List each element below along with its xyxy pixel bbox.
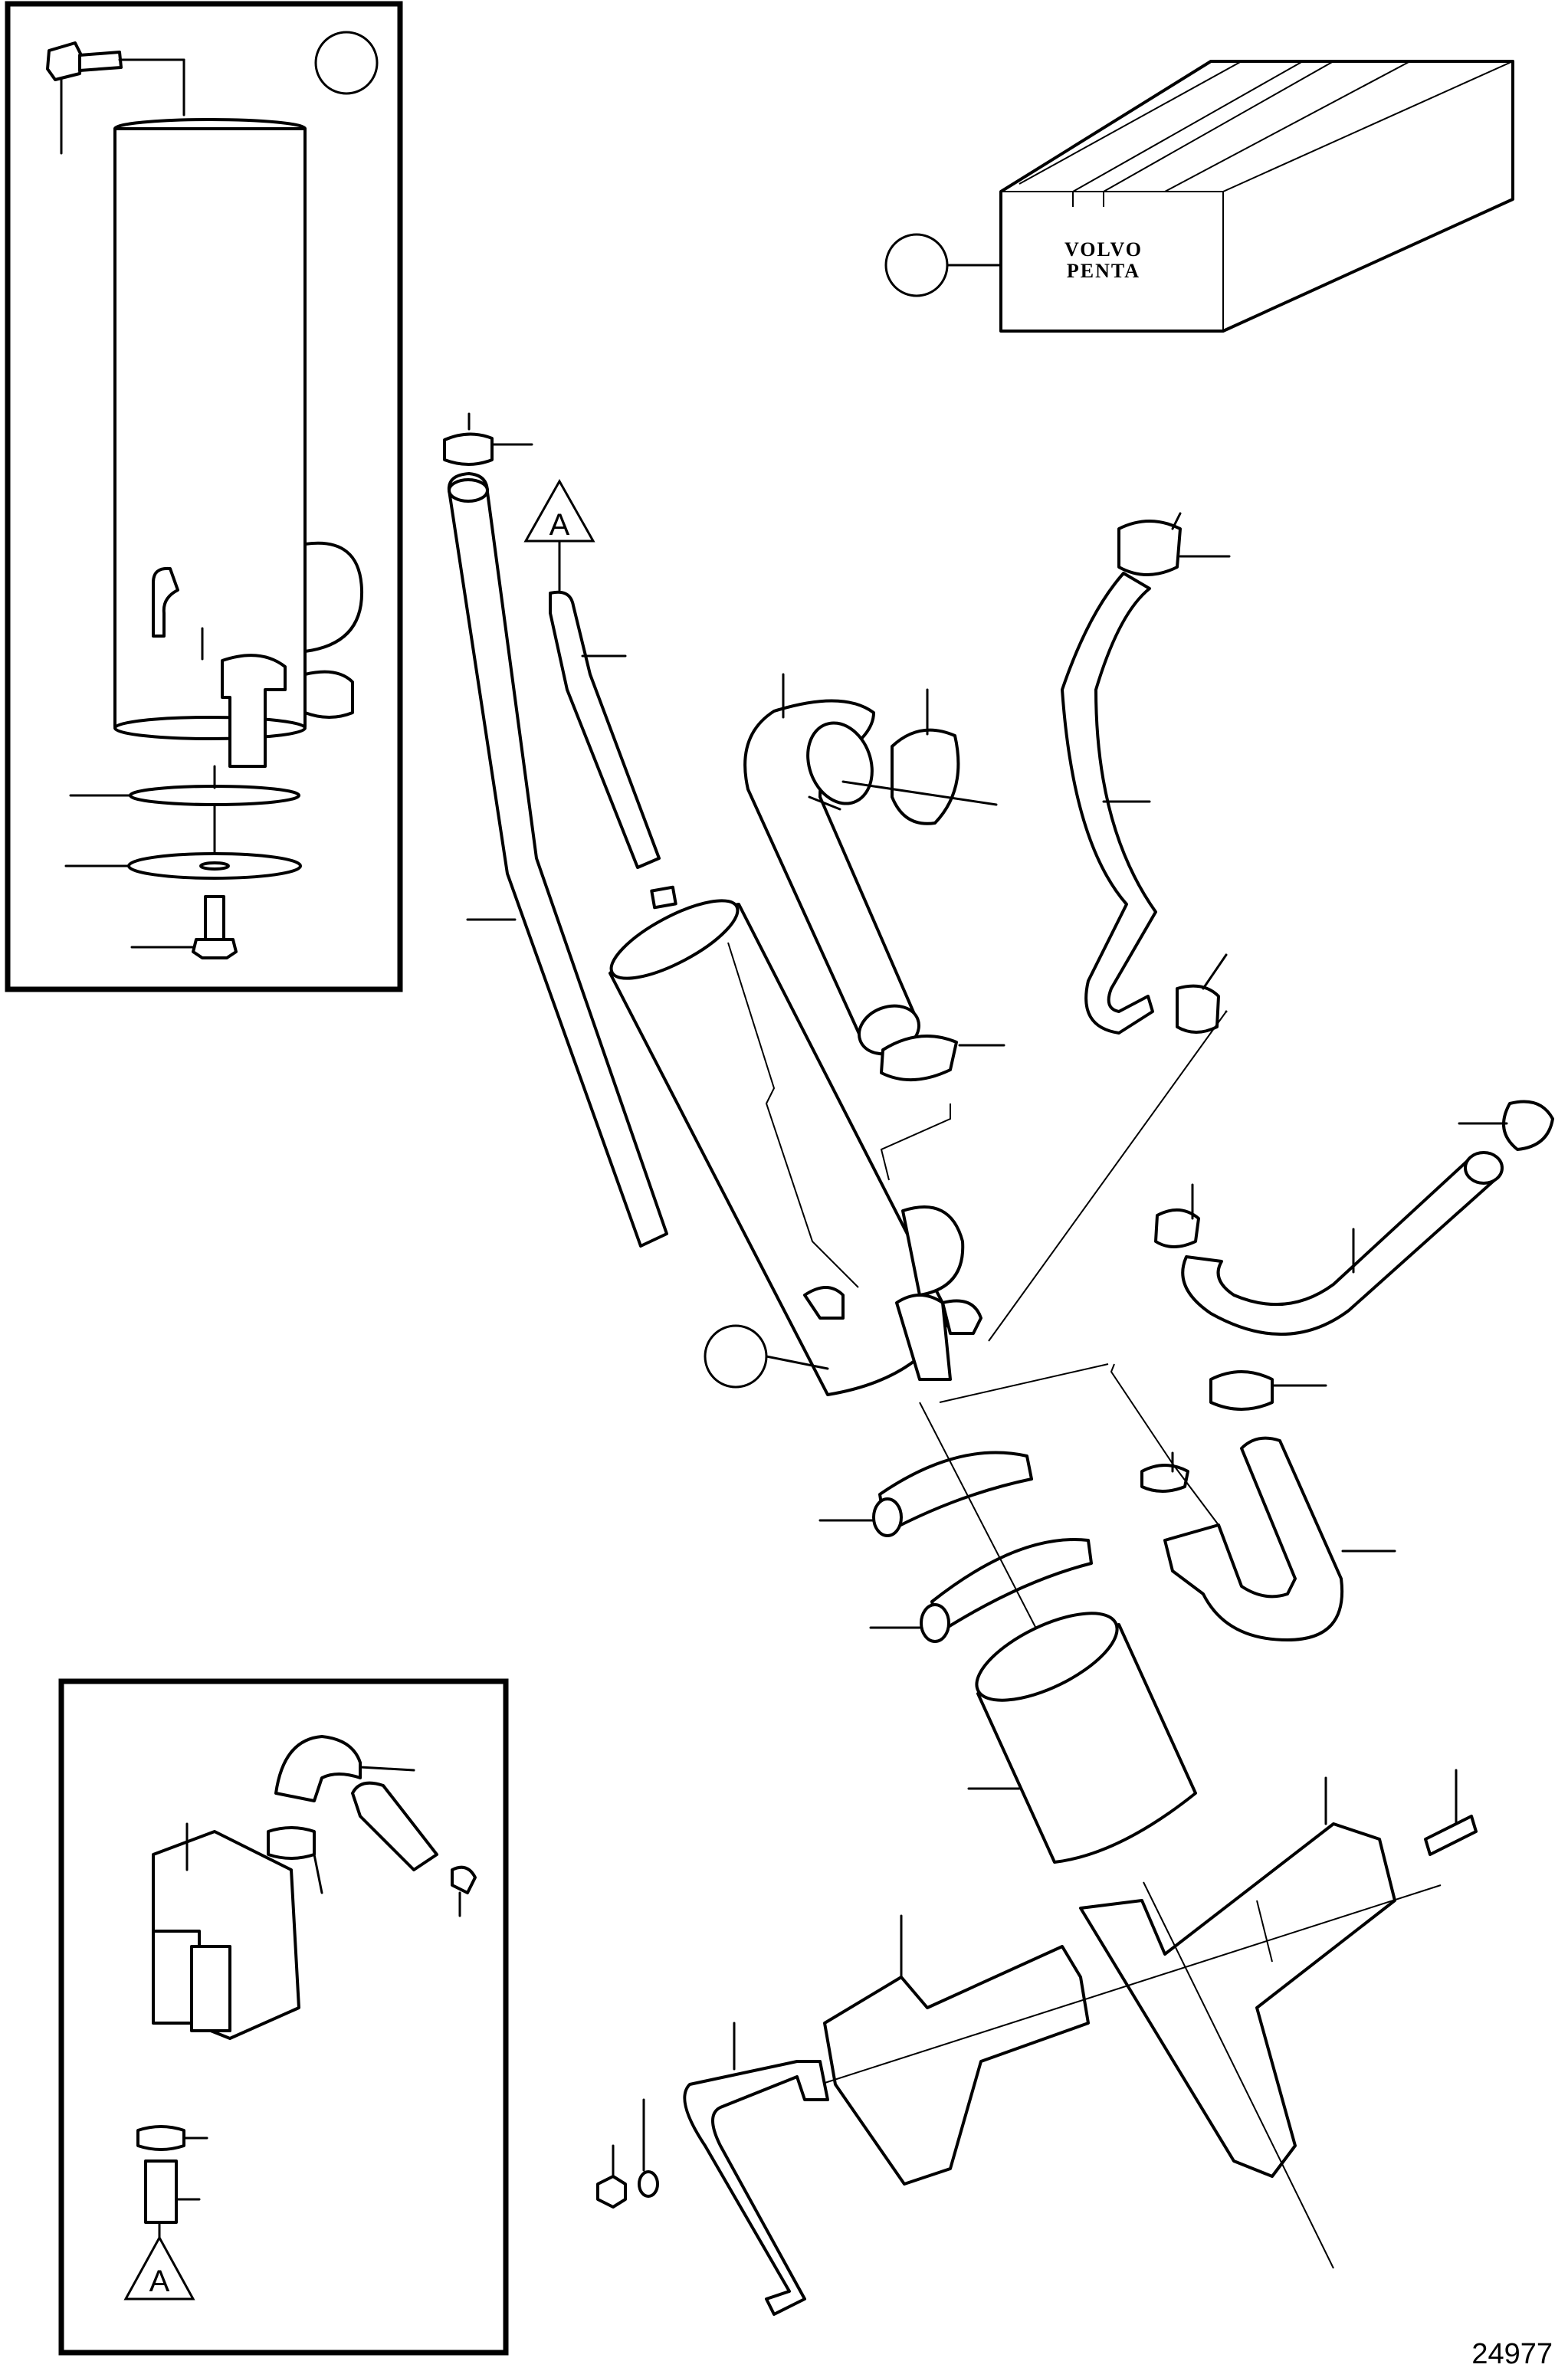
connector-a-label-upper: A (549, 508, 570, 542)
mounting-bands (818, 1402, 1093, 1656)
kit-box-callout-circle (884, 233, 949, 297)
large-elbow-hose (743, 673, 1005, 1181)
right-lower-hose (1154, 1100, 1554, 1336)
o-ring-seal (129, 785, 300, 806)
connector-a-marker-upper: A (523, 478, 595, 592)
diagram-reference-number: 24977 (1471, 2338, 1553, 2370)
service-kit-box: VOLVO PENTA (884, 60, 1514, 333)
kit-callout-circle (314, 31, 379, 95)
connector-a-marker-lower: A (123, 2221, 195, 2300)
nut-and-washer (596, 2098, 659, 2209)
housing-callout-circle (704, 1324, 768, 1389)
filter-canister (113, 118, 364, 768)
mounting-bracket (1079, 1769, 1478, 2269)
brand-text-line-2: PENTA (1067, 260, 1140, 282)
u-return-hose (939, 1363, 1396, 1641)
brand-text-line-1: VOLVO (1064, 238, 1143, 261)
bottom-bolt (130, 895, 238, 959)
inset-frame-bottom-left (58, 1678, 509, 2356)
thin-fuel-line (549, 590, 677, 910)
bent-support-rod (683, 2022, 829, 2316)
inset-fuel-pump (58, 1678, 509, 2356)
drain-plug-bolt (46, 41, 185, 155)
heat-shield-plate (819, 1884, 1442, 2186)
inset-filter-canister (5, 1, 403, 992)
inset-frame-top-left (5, 1, 403, 992)
long-fuel-hose (443, 412, 668, 1248)
right-s-hose (988, 512, 1231, 1342)
filter-element (967, 1612, 1197, 1864)
main-filter-housing (609, 899, 982, 1396)
connector-a-label-lower: A (149, 2264, 170, 2298)
